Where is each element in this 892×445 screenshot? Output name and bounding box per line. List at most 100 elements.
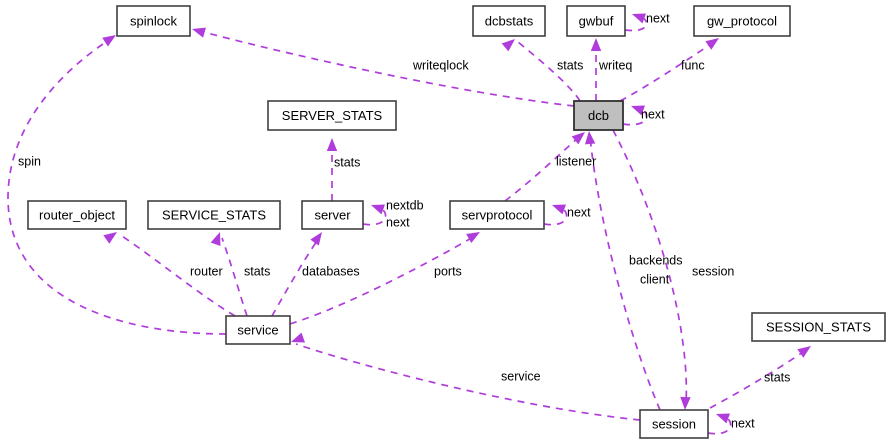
node-servprotocol[interactable]: servprotocol xyxy=(449,200,545,230)
arrowhead-icon xyxy=(797,346,811,358)
edge-line xyxy=(622,107,648,126)
arrowhead-icon xyxy=(631,105,645,116)
edge-line xyxy=(362,206,387,226)
edge-session-to-SESSION_STATS xyxy=(709,346,811,409)
node-label: SERVICE_STATS xyxy=(162,207,266,222)
node-SESSION_STATS[interactable]: SESSION_STATS xyxy=(751,312,886,342)
label-next-server: next xyxy=(386,215,410,229)
edge-line xyxy=(271,237,320,317)
label-next-dcb: next xyxy=(641,107,665,121)
edge-server-to-SERVER_STATS xyxy=(326,138,338,201)
node-box[interactable] xyxy=(472,5,546,37)
node-box[interactable] xyxy=(449,200,545,230)
edge-dcb-to-dcbstats xyxy=(501,39,581,102)
node-box[interactable] xyxy=(566,5,626,37)
node-label: spinlock xyxy=(130,13,177,28)
edge-line xyxy=(543,206,568,226)
label-spin: spin xyxy=(18,154,41,168)
node-router_object[interactable]: router_object xyxy=(27,200,127,230)
edge-service-to-spinlock xyxy=(7,35,227,335)
edge-service-to-servprotocol xyxy=(289,232,480,325)
edge-gwbuf-to-gwbuf xyxy=(624,13,648,32)
label-router: router xyxy=(190,264,223,278)
edge-dcb-to-dcb xyxy=(622,105,648,126)
edge-service-to-SERVICE_STATS xyxy=(210,232,248,317)
label-writeq: writeq xyxy=(598,58,632,72)
node-dcbstats[interactable]: dcbstats xyxy=(472,5,546,37)
node-box[interactable] xyxy=(147,200,281,230)
arrowhead-icon xyxy=(310,232,322,246)
node-box[interactable] xyxy=(27,200,127,230)
edge-line xyxy=(517,41,581,102)
node-box[interactable] xyxy=(573,100,624,131)
label-next-gwbuf: next xyxy=(646,11,670,25)
label-stats-server: stats xyxy=(334,155,360,169)
label-next-servprotocol: next xyxy=(567,205,591,219)
label-session-edge: session xyxy=(692,264,734,278)
node-label: service xyxy=(237,322,278,337)
arrowhead-icon xyxy=(632,13,646,24)
edge-line xyxy=(295,343,641,421)
node-box[interactable] xyxy=(301,200,364,230)
arrowhead-icon xyxy=(716,413,730,424)
edge-line xyxy=(709,349,807,409)
arrowhead-icon xyxy=(192,27,206,38)
arrowhead-icon xyxy=(680,396,691,410)
edge-line xyxy=(195,29,575,107)
label-service-edge: service xyxy=(501,369,541,383)
node-box[interactable] xyxy=(225,315,291,345)
arrowhead-icon xyxy=(326,138,338,151)
node-label: dcbstats xyxy=(485,13,534,28)
arrowhead-icon xyxy=(210,232,221,246)
arrowhead-icon xyxy=(590,38,602,51)
node-box[interactable] xyxy=(639,409,709,439)
arrowhead-icon xyxy=(584,131,596,145)
arrowhead-icon xyxy=(291,332,305,343)
arrowhead-icon xyxy=(552,204,566,215)
edge-server-to-server xyxy=(362,204,387,226)
node-SERVER_STATS[interactable]: SERVER_STATS xyxy=(267,100,397,131)
node-label: server xyxy=(314,207,351,222)
node-service[interactable]: service xyxy=(225,315,291,345)
label-databases: databases xyxy=(302,264,360,278)
arrowhead-icon xyxy=(102,35,116,47)
arrowhead-icon xyxy=(466,232,480,244)
edge-line xyxy=(221,237,248,317)
edge-line xyxy=(707,415,732,435)
edge-servprotocol-to-dcb xyxy=(504,132,585,202)
edge-line xyxy=(121,235,236,317)
label-listener: listener xyxy=(556,154,596,168)
label-stats-session: stats xyxy=(764,370,790,384)
label-writeqlock: writeqlock xyxy=(412,58,469,72)
arrowhead-icon xyxy=(705,38,719,50)
node-server[interactable]: server xyxy=(301,200,364,230)
node-box[interactable] xyxy=(693,5,791,37)
node-gwbuf[interactable]: gwbuf xyxy=(566,5,626,37)
node-box[interactable] xyxy=(267,100,397,131)
edge-session-to-service xyxy=(291,332,641,421)
node-session[interactable]: session xyxy=(639,409,709,439)
label-backends: backends xyxy=(629,253,683,267)
node-SERVICE_STATS[interactable]: SERVICE_STATS xyxy=(147,200,281,230)
edge-dcb-to-spinlock xyxy=(192,27,575,107)
node-dcb[interactable]: dcb xyxy=(573,100,624,131)
label-client: client xyxy=(640,272,670,286)
node-box[interactable] xyxy=(751,312,886,342)
node-label: SERVER_STATS xyxy=(282,108,383,123)
node-gw_protocol[interactable]: gw_protocol xyxy=(693,5,791,37)
edge-dcb-to-gwbuf xyxy=(590,38,602,101)
label-stats-service: stats xyxy=(244,264,270,278)
edge-line xyxy=(7,37,227,335)
node-box[interactable] xyxy=(116,5,191,37)
edge-dcb-to-session xyxy=(612,129,691,410)
node-spinlock[interactable]: spinlock xyxy=(116,5,191,37)
node-label: gwbuf xyxy=(579,13,614,28)
edge-dcb-to-gw_protocol xyxy=(619,38,719,102)
edge-line xyxy=(612,129,688,405)
label-next-session: next xyxy=(731,416,755,430)
arrowhead-icon xyxy=(103,232,117,244)
node-label: SESSION_STATS xyxy=(766,319,871,334)
